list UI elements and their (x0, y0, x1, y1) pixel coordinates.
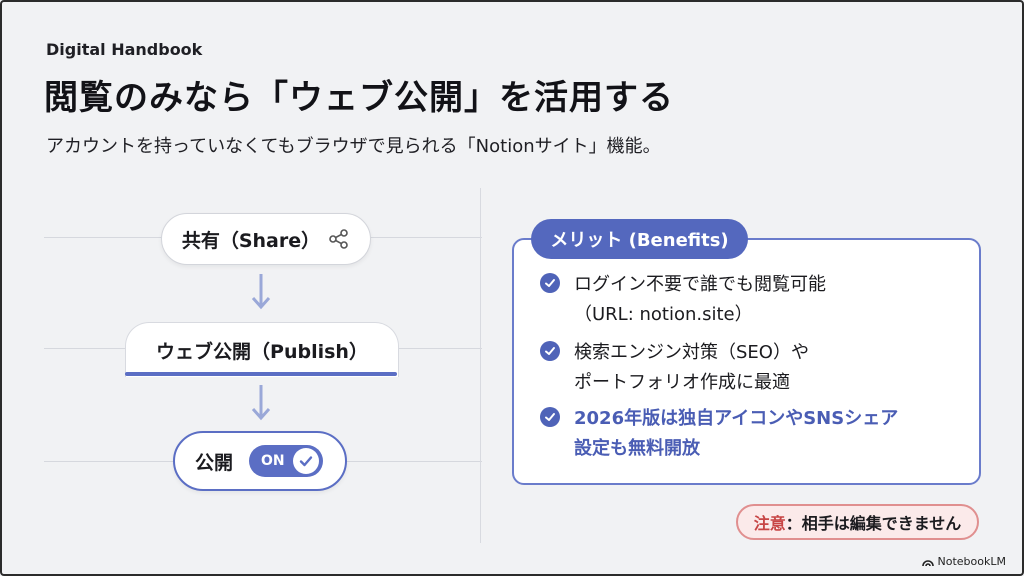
warning-separator: ： (785, 514, 802, 533)
toggle-label: ON (261, 453, 285, 469)
benefit-item: ログイン不要で誰でも閲覧可能 （URL: notion.site） (540, 270, 826, 330)
vertical-divider (480, 188, 481, 543)
warning-label: 注意 (753, 514, 786, 533)
check-circle-icon (540, 341, 560, 361)
notebooklm-logo-icon (921, 557, 934, 567)
publish-step: ウェブ公開（Publish） (125, 322, 399, 377)
eyebrow-label: Digital Handbook (46, 40, 203, 59)
benefit-line: 設定も無料開放 (574, 438, 700, 459)
publish-underline (125, 372, 397, 376)
arrow-down-icon (251, 385, 271, 421)
brand-name: NotebookLM (937, 555, 1006, 568)
page-subtitle: アカウントを持っていなくてもブラウザで見られる「Notionサイト」機能。 (46, 136, 661, 157)
page-title: 閲覧のみなら「ウェブ公開」を活用する (44, 78, 674, 118)
public-step: 公開 ON (173, 431, 347, 491)
share-step: 共有（Share） (161, 213, 371, 265)
publish-toggle[interactable]: ON (249, 445, 324, 477)
brand-mark: NotebookLM (921, 555, 1006, 568)
benefit-line: ポートフォリオ作成に最適 (574, 372, 790, 393)
warning-text: 相手は編集できません (801, 514, 962, 533)
check-icon (293, 448, 320, 474)
share-icon (328, 228, 350, 250)
publish-label: ウェブ公開（Publish） (156, 340, 368, 363)
benefit-line: 検索エンジン対策（SEO）や (574, 342, 809, 363)
arrow-down-icon (251, 274, 271, 310)
benefit-item: 検索エンジン対策（SEO）や ポートフォリオ作成に最適 (540, 338, 809, 398)
benefit-item-highlight: 2026年版は独自アイコンやSNSシェア 設定も無料開放 (540, 404, 898, 464)
check-circle-icon (540, 407, 560, 427)
benefit-line: （URL: notion.site） (574, 304, 753, 325)
warning-note: 注意 ： 相手は編集できません (736, 504, 979, 540)
benefits-heading: メリット (Benefits) (531, 219, 748, 259)
check-circle-icon (540, 273, 560, 293)
public-label: 公開 (195, 451, 234, 474)
benefit-line: 2026年版は独自アイコンやSNSシェア (574, 408, 899, 429)
share-label: 共有（Share） (181, 229, 321, 252)
benefit-line: ログイン不要で誰でも閲覧可能 (574, 274, 826, 295)
benefits-panel (512, 238, 981, 485)
